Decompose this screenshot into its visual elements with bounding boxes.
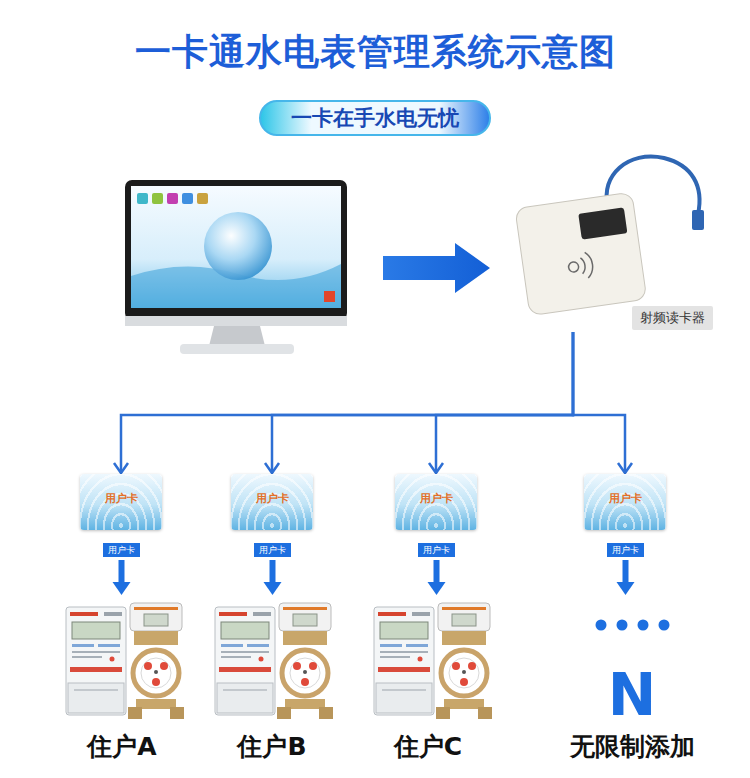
card-tag: 用户卡 [103, 543, 140, 557]
card-reader-illustration [515, 192, 647, 315]
user-card: 用户卡 [231, 474, 313, 530]
connector-line [121, 332, 573, 473]
slogan-text: 一卡在手水电无忧 [291, 104, 459, 132]
card-tag: 用户卡 [607, 543, 644, 557]
household-meters: 住户A [57, 598, 187, 770]
card-label: 用户卡 [609, 491, 642, 506]
arrow-head [264, 582, 282, 595]
monitor-illustration [209, 326, 265, 346]
meter-pair [215, 603, 333, 719]
card-tag: 用户卡 [254, 543, 291, 557]
monitor-illustration [197, 193, 208, 204]
tag-label: 用户卡 [607, 543, 644, 557]
connector [573, 332, 632, 473]
diagram-title: 一卡通水电表管理系统示意图 [0, 30, 750, 73]
card-reader-illustration [568, 261, 579, 272]
tag-label: 用户卡 [103, 543, 140, 557]
arrow-head [265, 463, 279, 473]
arrow-head [113, 582, 131, 595]
monitor-illustration [180, 344, 294, 354]
arrow-head [618, 463, 632, 473]
connector-line [436, 332, 573, 473]
monitor-illustration [167, 193, 178, 204]
card-reader-illustration [692, 210, 704, 230]
tag-label: 用户卡 [418, 543, 455, 557]
connector-line [119, 560, 125, 584]
card-reader-illustration [580, 257, 586, 273]
connector [429, 332, 573, 473]
connector [265, 332, 573, 473]
card-reader-illustration [515, 192, 647, 315]
household-name: 住户B [237, 732, 306, 762]
tag-label: 用户卡 [254, 543, 291, 557]
user-card: 用户卡 [80, 474, 162, 530]
ellipsis-dots [596, 620, 670, 631]
household-name: N [608, 666, 657, 724]
slogan-pill: 一卡在手水电无忧 [259, 100, 491, 136]
connector-line [573, 332, 625, 473]
card-tag: 用户卡 [418, 543, 455, 557]
connector-line [623, 560, 629, 584]
household-name: 住户A [87, 732, 156, 762]
monitor-illustration [152, 193, 163, 204]
flow-arrow [383, 243, 490, 293]
monitor-illustration [137, 193, 148, 204]
connector-line [434, 560, 440, 584]
monitor-illustration [204, 212, 272, 280]
flow-arrow [383, 243, 490, 293]
household-meters: 住户B [207, 598, 337, 770]
arrow-head [428, 582, 446, 595]
arrow-head [429, 463, 443, 473]
meter-pair [374, 603, 492, 719]
ellipsis-dots [659, 620, 670, 631]
meter-pair [66, 603, 184, 719]
card-label: 用户卡 [420, 491, 453, 506]
card-reader: 射频读卡器 [515, 168, 715, 332]
card-label: 用户卡 [105, 491, 138, 506]
household-name: 住户C [394, 732, 462, 762]
connector-line [270, 560, 276, 584]
ellipsis-dots [617, 620, 628, 631]
connector [113, 560, 131, 595]
ellipsis-dots [596, 620, 607, 631]
household-meters: 住户C [363, 598, 493, 770]
card-reader-illustration [578, 207, 627, 239]
arrow-head [114, 463, 128, 473]
connector [114, 332, 573, 473]
card-reader-illustration [585, 251, 595, 278]
connector [264, 560, 282, 595]
card-reader-illustration [515, 157, 704, 316]
reader-label: 射频读卡器 [632, 306, 713, 330]
arrow-head [617, 582, 635, 595]
monitor-illustration [131, 186, 341, 308]
monitor-illustration [182, 193, 193, 204]
user-card: 用户卡 [584, 474, 666, 530]
connector [617, 560, 635, 595]
household-meters: N 无限制添加 [552, 598, 712, 770]
monitor-illustration [125, 316, 347, 326]
monitor-illustration [125, 180, 347, 354]
connector-line [272, 332, 573, 473]
ellipsis-dots [638, 620, 649, 631]
card-label: 用户卡 [256, 491, 289, 506]
connector [428, 560, 446, 595]
household-name: 无限制添加 [570, 732, 695, 762]
monitor-illustration [125, 180, 347, 320]
monitor-illustration [324, 291, 335, 302]
meter-pair [66, 603, 492, 719]
user-card: 用户卡 [395, 474, 477, 530]
